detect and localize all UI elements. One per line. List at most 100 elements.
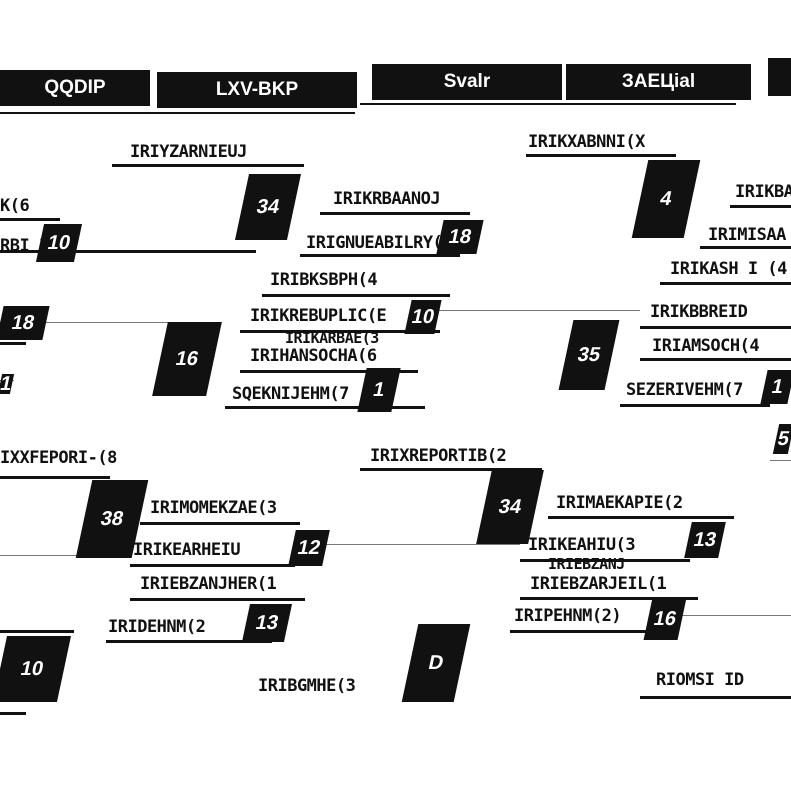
slot-4: IRIKBASS — [735, 182, 791, 202]
slot-11: IRIKREBUPLIC(E — [250, 306, 387, 326]
slot-line-12 — [640, 326, 791, 329]
seed-badge-18: 10 — [0, 636, 72, 702]
slot-23: IRIKEARHEIU — [133, 540, 241, 560]
seed-badge-6-text: 10 — [409, 305, 437, 328]
seed-badge-8: 35 — [558, 320, 620, 390]
slot-line-13 — [0, 342, 26, 345]
seed-badge-2: 18 — [436, 220, 484, 254]
slot-29: IRIBGMHE(3 — [258, 676, 356, 696]
round-header-2-label: LXV-BKP — [215, 79, 299, 100]
round-header-3: Svalr — [372, 64, 562, 100]
seed-badge-10-text: 1 — [769, 375, 786, 398]
slot-line-22 — [520, 559, 690, 562]
slot-17: SEZERIVEHM(7 — [626, 380, 743, 400]
seed-badge-6: 10 — [404, 300, 442, 334]
seed-badge-1: 34 — [234, 174, 302, 240]
seed-badge-20-text: D — [426, 651, 446, 674]
seed-badge-1-text: 34 — [254, 195, 282, 218]
seed-badge-9-text: 1 — [371, 378, 388, 401]
seed-badge-7: 16 — [152, 322, 222, 396]
slot-14: IRIAMSOCH(4 — [652, 336, 760, 356]
slot-line-14 — [640, 358, 791, 361]
seed-badge-5: 4 — [631, 160, 701, 238]
round-header-5 — [768, 58, 791, 96]
slot-line-21 — [140, 522, 300, 525]
seed-badge-3: 10 — [35, 224, 83, 262]
seed-badge-20: D — [401, 624, 471, 702]
slot-5: K(6 — [0, 196, 30, 216]
connector-1 — [0, 322, 200, 323]
slot-9: IRIBKSBPH(4 — [270, 270, 378, 290]
slot-13: IRIKARBAE(3 — [285, 329, 379, 347]
slot-line-20 — [548, 516, 734, 519]
seed-badge-3-text: 10 — [45, 231, 73, 254]
slot-line-5 — [0, 218, 60, 221]
slot-24: IRIEBZANJ — [548, 555, 625, 573]
round-header-3-label: Svalr — [443, 71, 491, 92]
slot-22: IRIKEAHIU(3 — [528, 535, 636, 555]
slot-line-17 — [620, 404, 770, 407]
slot-line-2 — [526, 154, 676, 157]
slot-line-10 — [660, 282, 791, 285]
header-rule-left — [0, 112, 355, 114]
slot-line-15 — [240, 370, 418, 373]
seed-badge-8-text: 35 — [575, 343, 603, 366]
connector-6 — [680, 615, 791, 616]
seed-badge-15-text: 13 — [691, 528, 719, 551]
round-header-2: LXV-BKP — [157, 72, 357, 108]
slot-27: IRIDEHNM(2 — [108, 617, 206, 637]
slot-28: IRIPEHNM(2) — [514, 606, 622, 626]
slot-20: IRIMAEKAPIE(2 — [556, 493, 683, 513]
connector-7 — [770, 460, 791, 461]
slot-12: IRIKBBREID — [650, 302, 748, 322]
slot-2: IRIKXABNNI(X — [528, 132, 645, 152]
slot-line-23 — [130, 564, 295, 567]
seed-badge-2-text: 18 — [446, 225, 474, 248]
seed-badge-13: 34 — [476, 470, 544, 544]
slot-line-28 — [510, 630, 660, 633]
slot-line-4 — [730, 205, 791, 208]
slot-line-7 — [300, 254, 460, 257]
slot-30: RIOMSI ID — [656, 670, 744, 690]
seed-badge-13-text: 34 — [496, 495, 524, 518]
slot-25: IRIEBZANJHER(1 — [140, 574, 277, 594]
slot-21: IRIMOMEKZAE(3 — [150, 498, 277, 518]
seed-badge-12-text: 38 — [98, 507, 126, 530]
slot-line-3 — [320, 212, 470, 215]
connector-4 — [310, 544, 520, 545]
slot-1: IRIYZARNIEUJ — [130, 142, 247, 162]
slot-19: IXXFEPORI-(8 — [0, 448, 117, 468]
slot-line-19 — [0, 476, 110, 479]
seed-badge-11: 5 — [772, 424, 791, 454]
slot-15: IRIHANSOCHA(6 — [250, 346, 377, 366]
seed-badge-15: 13 — [684, 522, 726, 558]
slot-line-9 — [262, 294, 450, 297]
seed-badge-7-text: 16 — [173, 347, 201, 370]
seed-badge-17: 13 — [241, 604, 293, 642]
slot-line-8 — [700, 246, 791, 249]
slot-line-27 — [106, 640, 272, 643]
seed-badge-4: 18 — [0, 306, 50, 340]
slot-10: IRIKASH I (4 — [670, 259, 787, 279]
slot-3: IRIKRBAANOJ — [333, 189, 441, 209]
round-header-4: ЗАЕЦial — [566, 64, 751, 100]
slot-line-29 — [0, 712, 26, 715]
connector-3 — [0, 555, 85, 556]
seed-badge-14: 12 — [288, 530, 330, 566]
seed-badge-17-text: 13 — [253, 611, 281, 634]
slot-line-30 — [640, 696, 791, 699]
slot-26: IRIEBZARJEIL(1 — [530, 574, 667, 594]
round-header-4-label: ЗАЕЦial — [621, 71, 696, 92]
seed-badge-19: 1 — [0, 372, 15, 395]
round-header-1-label: QQDIP — [44, 77, 106, 98]
seed-badge-19-text: 1 — [0, 372, 15, 395]
slot-line-16 — [225, 406, 425, 409]
slot-line-24 — [520, 597, 698, 600]
slot-16: SQEKNIJEHM(7 — [232, 384, 349, 404]
seed-badge-4-text: 18 — [9, 311, 37, 334]
round-header-1: QQDIP — [0, 70, 150, 106]
slot-18: IRIXREPORTIB(2 — [370, 446, 507, 466]
seed-badge-11-text: 5 — [775, 427, 791, 450]
slot-8: IRIMISAA — [708, 225, 786, 245]
